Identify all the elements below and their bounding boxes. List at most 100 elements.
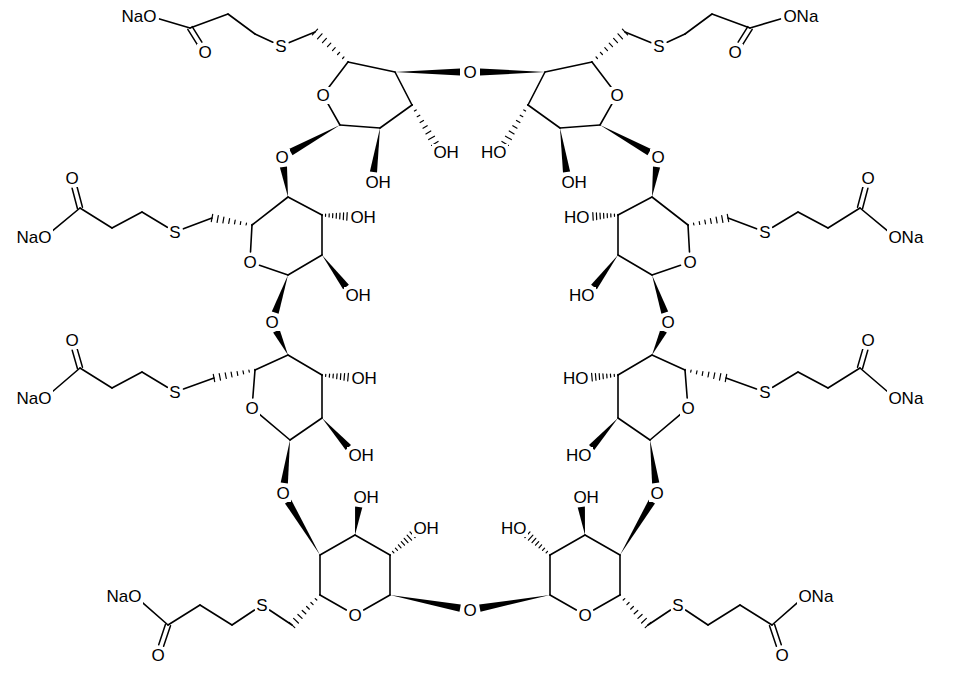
bond-line (634, 611, 638, 614)
bond-line (231, 372, 233, 377)
wedge-bond (652, 166, 660, 197)
bond-line (622, 29, 627, 35)
bond-line (798, 212, 828, 228)
bond-line (600, 52, 602, 54)
bond-line (550, 535, 585, 555)
bond-line (72, 350, 77, 368)
bond-line (340, 125, 380, 128)
bond-line (252, 197, 288, 225)
bond-line (219, 374, 220, 381)
atom-label: S (255, 597, 268, 614)
bond-line (688, 225, 690, 252)
bond-line (506, 136, 512, 139)
bond-line (192, 27, 202, 42)
bond-line (288, 197, 322, 215)
bond-line (545, 62, 592, 72)
bond-line (253, 370, 255, 398)
bond-line (53, 208, 80, 231)
bond-line (77, 349, 82, 367)
bond-line (707, 372, 709, 377)
bond-line (321, 214, 322, 215)
atom-label: O (242, 254, 257, 271)
bond-line (339, 213, 340, 219)
bond-line (750, 19, 780, 28)
wedge-bond (285, 500, 320, 555)
bond-line (614, 38, 618, 42)
wedge-bond (322, 255, 349, 289)
bond-line (142, 372, 167, 387)
bond-line (708, 605, 740, 625)
bond-line (549, 555, 551, 595)
bond-line (685, 370, 687, 398)
atom-label: OH (572, 489, 600, 506)
bond-line (539, 545, 542, 548)
atom-label: HO (562, 370, 590, 387)
bond-line (255, 355, 288, 370)
atom-label: OH (347, 447, 375, 464)
bond-line (536, 542, 539, 546)
bond-line (528, 535, 533, 540)
wedge-bond (280, 166, 288, 197)
bond-line (211, 214, 212, 221)
atom-label: O (774, 647, 789, 664)
bond-line (596, 213, 597, 220)
bond-line (380, 105, 412, 128)
wedge-bond (272, 275, 288, 314)
wedge-bond (281, 440, 290, 484)
atom-label: O (650, 149, 665, 166)
bond-line (160, 19, 190, 28)
bond-line (560, 125, 600, 128)
bond-line (532, 538, 536, 542)
bond-line (336, 374, 338, 379)
bond-line (112, 372, 142, 388)
bond-line (228, 14, 255, 34)
bond-line (610, 374, 611, 377)
atom-label: O (727, 44, 742, 61)
bond-line (323, 38, 327, 42)
bond-line (599, 213, 600, 219)
atom-label: O (649, 485, 664, 502)
bond-line (667, 34, 685, 42)
bond-line (80, 208, 112, 228)
bond-line (592, 213, 594, 221)
bond-line (618, 355, 652, 375)
bond-line (625, 32, 651, 43)
atom-label: S (274, 38, 287, 55)
wedge-bond (273, 329, 288, 355)
atom-label: O (244, 400, 259, 417)
bond-line (712, 14, 750, 28)
bond-line (517, 121, 520, 123)
bond-line (860, 208, 887, 231)
wedge-bond (479, 595, 550, 612)
bond-line (338, 52, 340, 54)
bond-line (240, 222, 242, 225)
atom-label: NaO (106, 588, 143, 605)
bond-line (237, 372, 239, 376)
bond-line (528, 72, 545, 105)
bond-line (618, 34, 623, 39)
bond-line (638, 615, 642, 619)
wedge-bond (390, 595, 461, 612)
bond-line (720, 374, 721, 381)
bond-line (716, 217, 717, 223)
bond-line (395, 72, 412, 105)
wedge-bond (650, 440, 659, 484)
bond-line (270, 610, 293, 625)
bond-line (333, 48, 336, 51)
bond-line (546, 551, 547, 553)
atom-label: HO (480, 144, 508, 161)
atom-label: OH (344, 287, 372, 304)
atom-label: S (758, 384, 771, 401)
bond-line (591, 373, 593, 381)
bond-line (332, 374, 333, 378)
bond-line (528, 104, 529, 106)
atom-label: NaO (16, 390, 53, 407)
wedge-bond (355, 506, 362, 535)
bond-line (190, 14, 228, 28)
bond-line (607, 214, 608, 218)
bond-line (307, 607, 310, 610)
bond-line (645, 622, 651, 627)
